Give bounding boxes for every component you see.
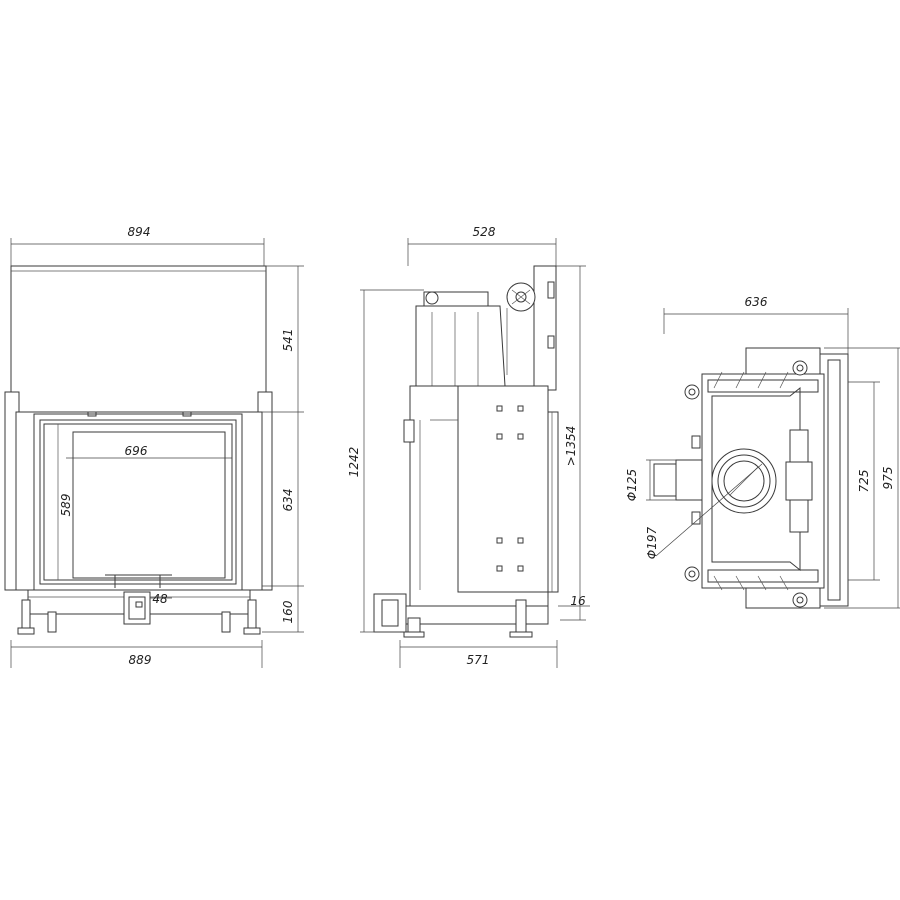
- front-hood: [10, 265, 267, 413]
- dim-inner-depth: 725: [857, 470, 871, 493]
- dim-width-top: 894: [128, 225, 151, 239]
- inlet-pipe: [675, 459, 703, 501]
- leg-right: [247, 599, 257, 631]
- dim-connector: 48: [152, 592, 168, 606]
- side-door-panel: [457, 385, 549, 593]
- dim-depth-bottom: 571: [467, 653, 490, 667]
- dim-depth-top: 528: [473, 225, 496, 239]
- front-view: 894 541 696 589 634 48 160 889: [4, 225, 304, 668]
- dim-upper-height: 541: [281, 329, 295, 352]
- dim-offset: 16: [570, 594, 586, 608]
- side-bolts: [496, 405, 524, 572]
- dim-flue-diameter: Φ197: [645, 526, 659, 559]
- dim-height: 1242: [347, 447, 361, 478]
- dim-min-height: >1354: [564, 426, 578, 467]
- dim-glass-width: 696: [125, 444, 148, 458]
- side-rear-column: [533, 265, 557, 391]
- top-view: 636 Φ125 Φ197 725 975: [625, 295, 900, 609]
- side-view: 528 1242 >1354 16 571: [347, 225, 590, 668]
- top-feet: [684, 360, 808, 608]
- dim-glass-height: 589: [59, 494, 73, 517]
- dim-lower-height: 634: [281, 489, 295, 512]
- dim-inlet-diameter: Φ125: [625, 469, 639, 501]
- dim-top-width: 636: [745, 295, 768, 309]
- side-upper-body: [415, 305, 506, 387]
- top-front-frame: [819, 353, 849, 607]
- leg-left: [21, 599, 31, 631]
- dim-outer-depth: 975: [881, 467, 895, 490]
- dim-base-height: 160: [281, 600, 295, 623]
- dim-width-bottom: 889: [129, 653, 152, 667]
